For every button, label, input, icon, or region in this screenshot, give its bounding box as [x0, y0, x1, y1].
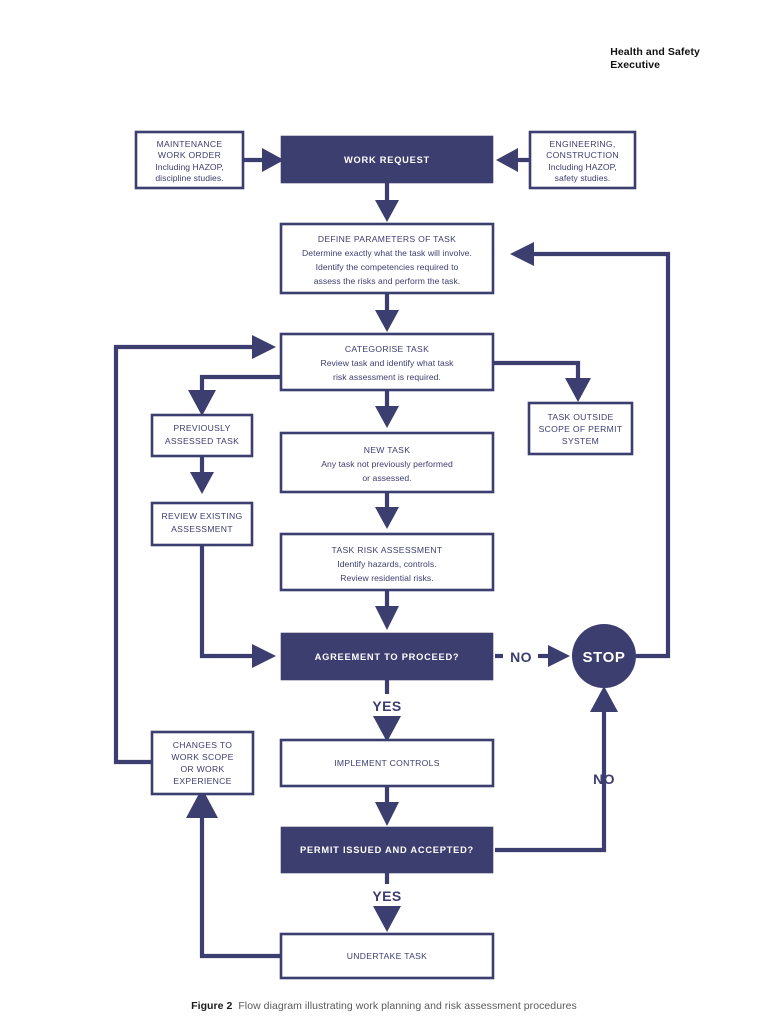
review-line-2: ASSESSMENT — [171, 524, 233, 534]
node-task-risk-assessment[interactable]: TASK RISK ASSESSMENT Identify hazards, c… — [279, 532, 495, 592]
edge-label-no-permit: NO — [593, 771, 615, 787]
node-work-request[interactable]: WORK REQUEST — [280, 135, 494, 184]
edge-engineering-to-work-request — [496, 148, 530, 172]
categorise-line-2: Review task and identify what task — [320, 358, 454, 368]
agreement-label: AGREEMENT TO PROCEED? — [315, 652, 460, 662]
node-stop[interactable]: STOP — [572, 624, 636, 688]
edge-categorise-to-previously-assessed — [188, 374, 282, 416]
node-agreement-to-proceed[interactable]: AGREEMENT TO PROCEED? — [280, 632, 494, 681]
define-line-4: assess the risks and perform the task. — [314, 276, 461, 286]
hse-line-1: Health and Safety — [610, 46, 700, 58]
edge-changes-to-categorise — [113, 335, 276, 765]
edge-permit-to-stop-no — [495, 686, 618, 853]
edge-review-existing-to-agreement — [199, 545, 276, 668]
outside-scope-line-3: SYSTEM — [562, 436, 599, 446]
node-define-parameters-of-task[interactable]: DEFINE PARAMETERS OF TASK Determine exac… — [279, 222, 495, 295]
node-review-existing-assessment[interactable]: REVIEW EXISTING ASSESSMENT — [150, 501, 254, 547]
changes-line-2: WORK SCOPE — [171, 752, 233, 762]
maintenance-line-4: discipline studies. — [155, 173, 223, 183]
hse-logo-text: Health and Safety Executive — [610, 46, 700, 72]
edge-label-yes-permit: YES — [372, 888, 401, 904]
previously-line-1: PREVIOUSLY — [173, 423, 230, 433]
define-line-1: DEFINE PARAMETERS OF TASK — [318, 234, 456, 244]
edge-undertake-to-changes — [186, 788, 282, 959]
edge-agreement-to-stop-no — [495, 645, 570, 667]
maintenance-line-3: Including HAZOP, — [155, 162, 223, 172]
previously-line-2: ASSESSED TASK — [165, 436, 239, 446]
node-categorise-task[interactable]: CATEGORISE TASK Review task and identify… — [279, 332, 495, 392]
changes-line-1: CHANGES TO — [173, 740, 233, 750]
edge-implement-to-permit — [375, 786, 399, 826]
risk-assessment-line-2: Identify hazards, controls. — [337, 559, 436, 569]
categorise-line-1: CATEGORISE TASK — [345, 344, 429, 354]
engineering-line-3: Including HAZOP, — [548, 162, 616, 172]
edge-categorise-to-task-outside — [492, 360, 591, 402]
node-implement-controls[interactable]: IMPLEMENT CONTROLS — [279, 738, 495, 788]
node-previously-assessed-task[interactable]: PREVIOUSLY ASSESSED TASK — [150, 413, 254, 458]
outside-scope-line-2: SCOPE OF PERMIT — [539, 424, 623, 434]
review-line-1: REVIEW EXISTING — [162, 511, 243, 521]
node-new-task[interactable]: NEW TASK Any task not previously perform… — [279, 431, 495, 494]
edge-previously-to-review — [190, 456, 214, 494]
new-task-line-3: or assessed. — [362, 473, 411, 483]
changes-line-3: OR WORK — [180, 764, 224, 774]
permit-label: PERMIT ISSUED AND ACCEPTED? — [300, 845, 474, 855]
changes-line-4: EXPERIENCE — [173, 776, 231, 786]
hse-line-2: Executive — [610, 59, 661, 71]
edge-label-yes-agreement: YES — [372, 698, 401, 714]
figure-number: Figure 2 — [191, 1000, 233, 1012]
figure-caption: Figure 2 Flow diagram illustrating work … — [0, 1000, 768, 1012]
node-permit-issued-accepted[interactable]: PERMIT ISSUED AND ACCEPTED? — [280, 826, 494, 874]
stop-label: STOP — [583, 649, 626, 666]
risk-assessment-line-1: TASK RISK ASSESSMENT — [332, 545, 443, 555]
figure-caption-text: Flow diagram illustrating work planning … — [238, 1000, 577, 1012]
maintenance-line-1: MAINTENANCE — [157, 139, 223, 149]
new-task-line-2: Any task not previously performed — [321, 459, 453, 469]
edge-risk-assessment-to-agreement — [375, 590, 399, 630]
engineering-line-4: safety studies. — [555, 173, 611, 183]
undertake-label: UNDERTAKE TASK — [347, 951, 427, 961]
node-undertake-task[interactable]: UNDERTAKE TASK — [279, 932, 495, 980]
edge-maintenance-to-work-request — [243, 148, 284, 172]
define-line-3: Identify the competencies required to — [316, 262, 459, 272]
engineering-line-1: ENGINEERING, — [549, 139, 615, 149]
edge-label-no-agreement: NO — [510, 649, 532, 665]
maintenance-line-2: WORK ORDER — [158, 150, 221, 160]
implement-label: IMPLEMENT CONTROLS — [334, 758, 440, 768]
risk-assessment-line-3: Review residential risks. — [340, 573, 433, 583]
edge-new-task-to-risk-assessment — [375, 492, 399, 529]
node-maintenance-work-order[interactable]: MAINTENANCE WORK ORDER Including HAZOP, … — [134, 130, 245, 190]
edge-work-request-to-define — [375, 182, 399, 222]
edge-categorise-to-new-task — [375, 390, 399, 428]
edge-permit-to-undertake-yes — [373, 872, 401, 932]
edge-stop-to-define — [510, 242, 671, 659]
node-task-outside-scope[interactable]: TASK OUTSIDE SCOPE OF PERMIT SYSTEM — [527, 401, 634, 456]
connector-layer — [113, 148, 671, 959]
categorise-line-3: risk assessment is required. — [333, 372, 441, 382]
engineering-line-2: CONSTRUCTION — [546, 150, 619, 160]
define-line-2: Determine exactly what the task will inv… — [302, 248, 472, 258]
outside-scope-line-1: TASK OUTSIDE — [548, 412, 614, 422]
edge-agreement-to-implement-yes — [373, 680, 401, 742]
work-request-label: WORK REQUEST — [344, 155, 430, 165]
new-task-line-1: NEW TASK — [364, 445, 411, 455]
node-engineering-construction[interactable]: ENGINEERING, CONSTRUCTION Including HAZO… — [528, 130, 637, 190]
node-changes-to-work-scope[interactable]: CHANGES TO WORK SCOPE OR WORK EXPERIENCE — [150, 730, 255, 796]
edge-define-to-categorise — [375, 293, 399, 332]
